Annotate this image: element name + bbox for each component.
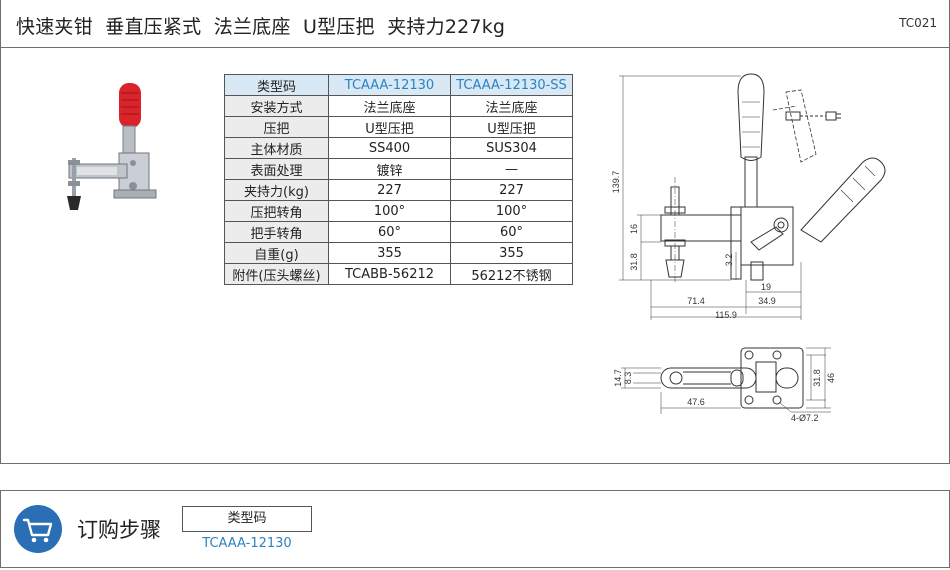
table-row: 主体材质 SS400 SUS304	[224, 137, 573, 159]
cart-icon	[14, 505, 62, 553]
spec-value-2: 法兰底座	[450, 95, 573, 117]
spec-key: 安装方式	[224, 95, 329, 117]
table-row: 压把转角 100° 100°	[224, 200, 573, 222]
dim-47-6: 47.6	[687, 397, 705, 407]
technical-drawing: 139.7 16 31.8 3.2 19 71.4 34.9 115.9 14.…	[611, 73, 886, 423]
spec-key: 表面处理	[224, 158, 329, 180]
product-photo	[67, 83, 157, 210]
table-row: 表面处理 镀锌 —	[224, 158, 573, 180]
spec-value-1: 227	[328, 179, 451, 201]
spec-value-1: U型压把	[328, 116, 451, 138]
dim-31-8: 31.8	[629, 253, 639, 271]
spec-key: 把手转角	[224, 221, 329, 243]
spec-value-1[interactable]: TCAAA-12130	[328, 74, 451, 96]
spec-value-1: TCABB-56212	[328, 263, 451, 285]
spec-value-1: 法兰底座	[328, 95, 451, 117]
dim-8-3: 8.3	[623, 372, 633, 385]
table-row: 夹持力(kg) 227 227	[224, 179, 573, 201]
spec-key: 类型码	[224, 74, 329, 96]
spec-value-2: 60°	[450, 221, 573, 243]
dim-34-9: 34.9	[758, 296, 776, 306]
spec-value-2: 56212不锈钢	[450, 263, 573, 285]
spec-key: 自重(g)	[224, 242, 329, 264]
spec-value-2: 100°	[450, 200, 573, 222]
dim-139-7: 139.7	[611, 171, 621, 194]
type-code-label-box: 类型码	[182, 506, 312, 532]
spec-table: 类型码 TCAAA-12130 TCAAA-12130-SS 安装方式 法兰底座…	[224, 74, 573, 285]
product-panel: 快速夹钳 垂直压紧式 法兰底座 U型压把 夹持力227kg TC021 类	[0, 0, 950, 464]
spec-key: 附件(压头螺丝)	[224, 263, 329, 285]
dim-16: 16	[629, 224, 639, 234]
table-row: 类型码 TCAAA-12130 TCAAA-12130-SS	[224, 74, 573, 96]
red-handle-grip	[119, 83, 141, 128]
spec-key: 压把转角	[224, 200, 329, 222]
table-row: 安装方式 法兰底座 法兰底座	[224, 95, 573, 117]
dim-14-7: 14.7	[613, 369, 623, 387]
spec-value-2: U型压把	[450, 116, 573, 138]
dim-31-8-top: 31.8	[812, 369, 822, 387]
spec-value-1: 镀锌	[328, 158, 451, 180]
type-code-value[interactable]: TCAAA-12130	[202, 536, 292, 551]
page-title: 快速夹钳 垂直压紧式 法兰底座 U型压把 夹持力227kg	[16, 16, 506, 38]
table-row: 附件(压头螺丝) TCABB-56212 56212不锈钢	[224, 263, 573, 285]
spec-value-1: 100°	[328, 200, 451, 222]
table-row: 压把 U型压把 U型压把	[224, 116, 573, 138]
dim-115-9: 115.9	[715, 310, 737, 320]
spec-value-1: 60°	[328, 221, 451, 243]
table-row: 把手转角 60° 60°	[224, 221, 573, 243]
dim-19: 19	[761, 282, 771, 292]
dim-3-2: 3.2	[724, 254, 734, 267]
spec-value-2: 227	[450, 179, 573, 201]
dim-71-4: 71.4	[687, 296, 705, 306]
spec-key: 主体材质	[224, 137, 329, 159]
header-bar: 快速夹钳 垂直压紧式 法兰底座 U型压把 夹持力227kg TC021	[1, 0, 950, 48]
spec-key: 压把	[224, 116, 329, 138]
spec-value-1: SS400	[328, 137, 451, 159]
spec-key: 夹持力(kg)	[224, 179, 329, 201]
dim-hole: 4-Ø7.2	[791, 413, 819, 423]
product-code: TC021	[899, 16, 937, 30]
table-row: 自重(g) 355 355	[224, 242, 573, 264]
spec-value-2: —	[450, 158, 573, 180]
order-steps-title: 订购步骤	[77, 518, 161, 542]
spec-value-2[interactable]: TCAAA-12130-SS	[450, 74, 573, 96]
spec-value-2: SUS304	[450, 137, 573, 159]
order-steps-panel: 订购步骤 类型码 TCAAA-12130	[0, 490, 950, 568]
spec-value-2: 355	[450, 242, 573, 264]
dim-46: 46	[826, 373, 836, 383]
spec-value-1: 355	[328, 242, 451, 264]
